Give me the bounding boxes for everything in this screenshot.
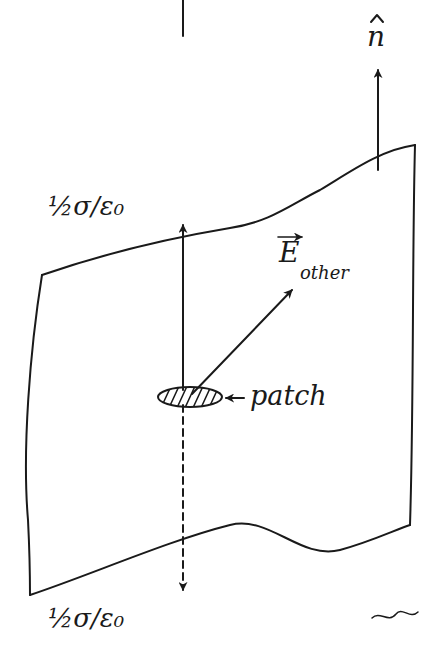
field-arrow-up [182, 225, 184, 390]
patch-label: patch [250, 381, 327, 411]
normal-vector [377, 70, 379, 170]
unit-hat [371, 15, 383, 22]
field-magnitude-up: ½σ/ε₀ [48, 192, 124, 221]
field-arrow-down [182, 405, 184, 590]
field-symbol: E [279, 238, 299, 269]
sheet-right-edge [410, 145, 415, 525]
sheet-top-edge [42, 145, 415, 275]
scribble [372, 611, 418, 618]
e-other-arrow [192, 290, 292, 394]
sheet-bottom-edge [30, 524, 410, 595]
field-subscript: other [300, 263, 349, 283]
stray-stroke [182, 0, 184, 36]
field-magnitude-down: ½σ/ε₀ [48, 604, 124, 633]
normal-label: n [367, 22, 385, 53]
patch-leader [226, 397, 244, 399]
sheet-left-edge [26, 275, 42, 595]
patch-hatching [160, 384, 228, 410]
